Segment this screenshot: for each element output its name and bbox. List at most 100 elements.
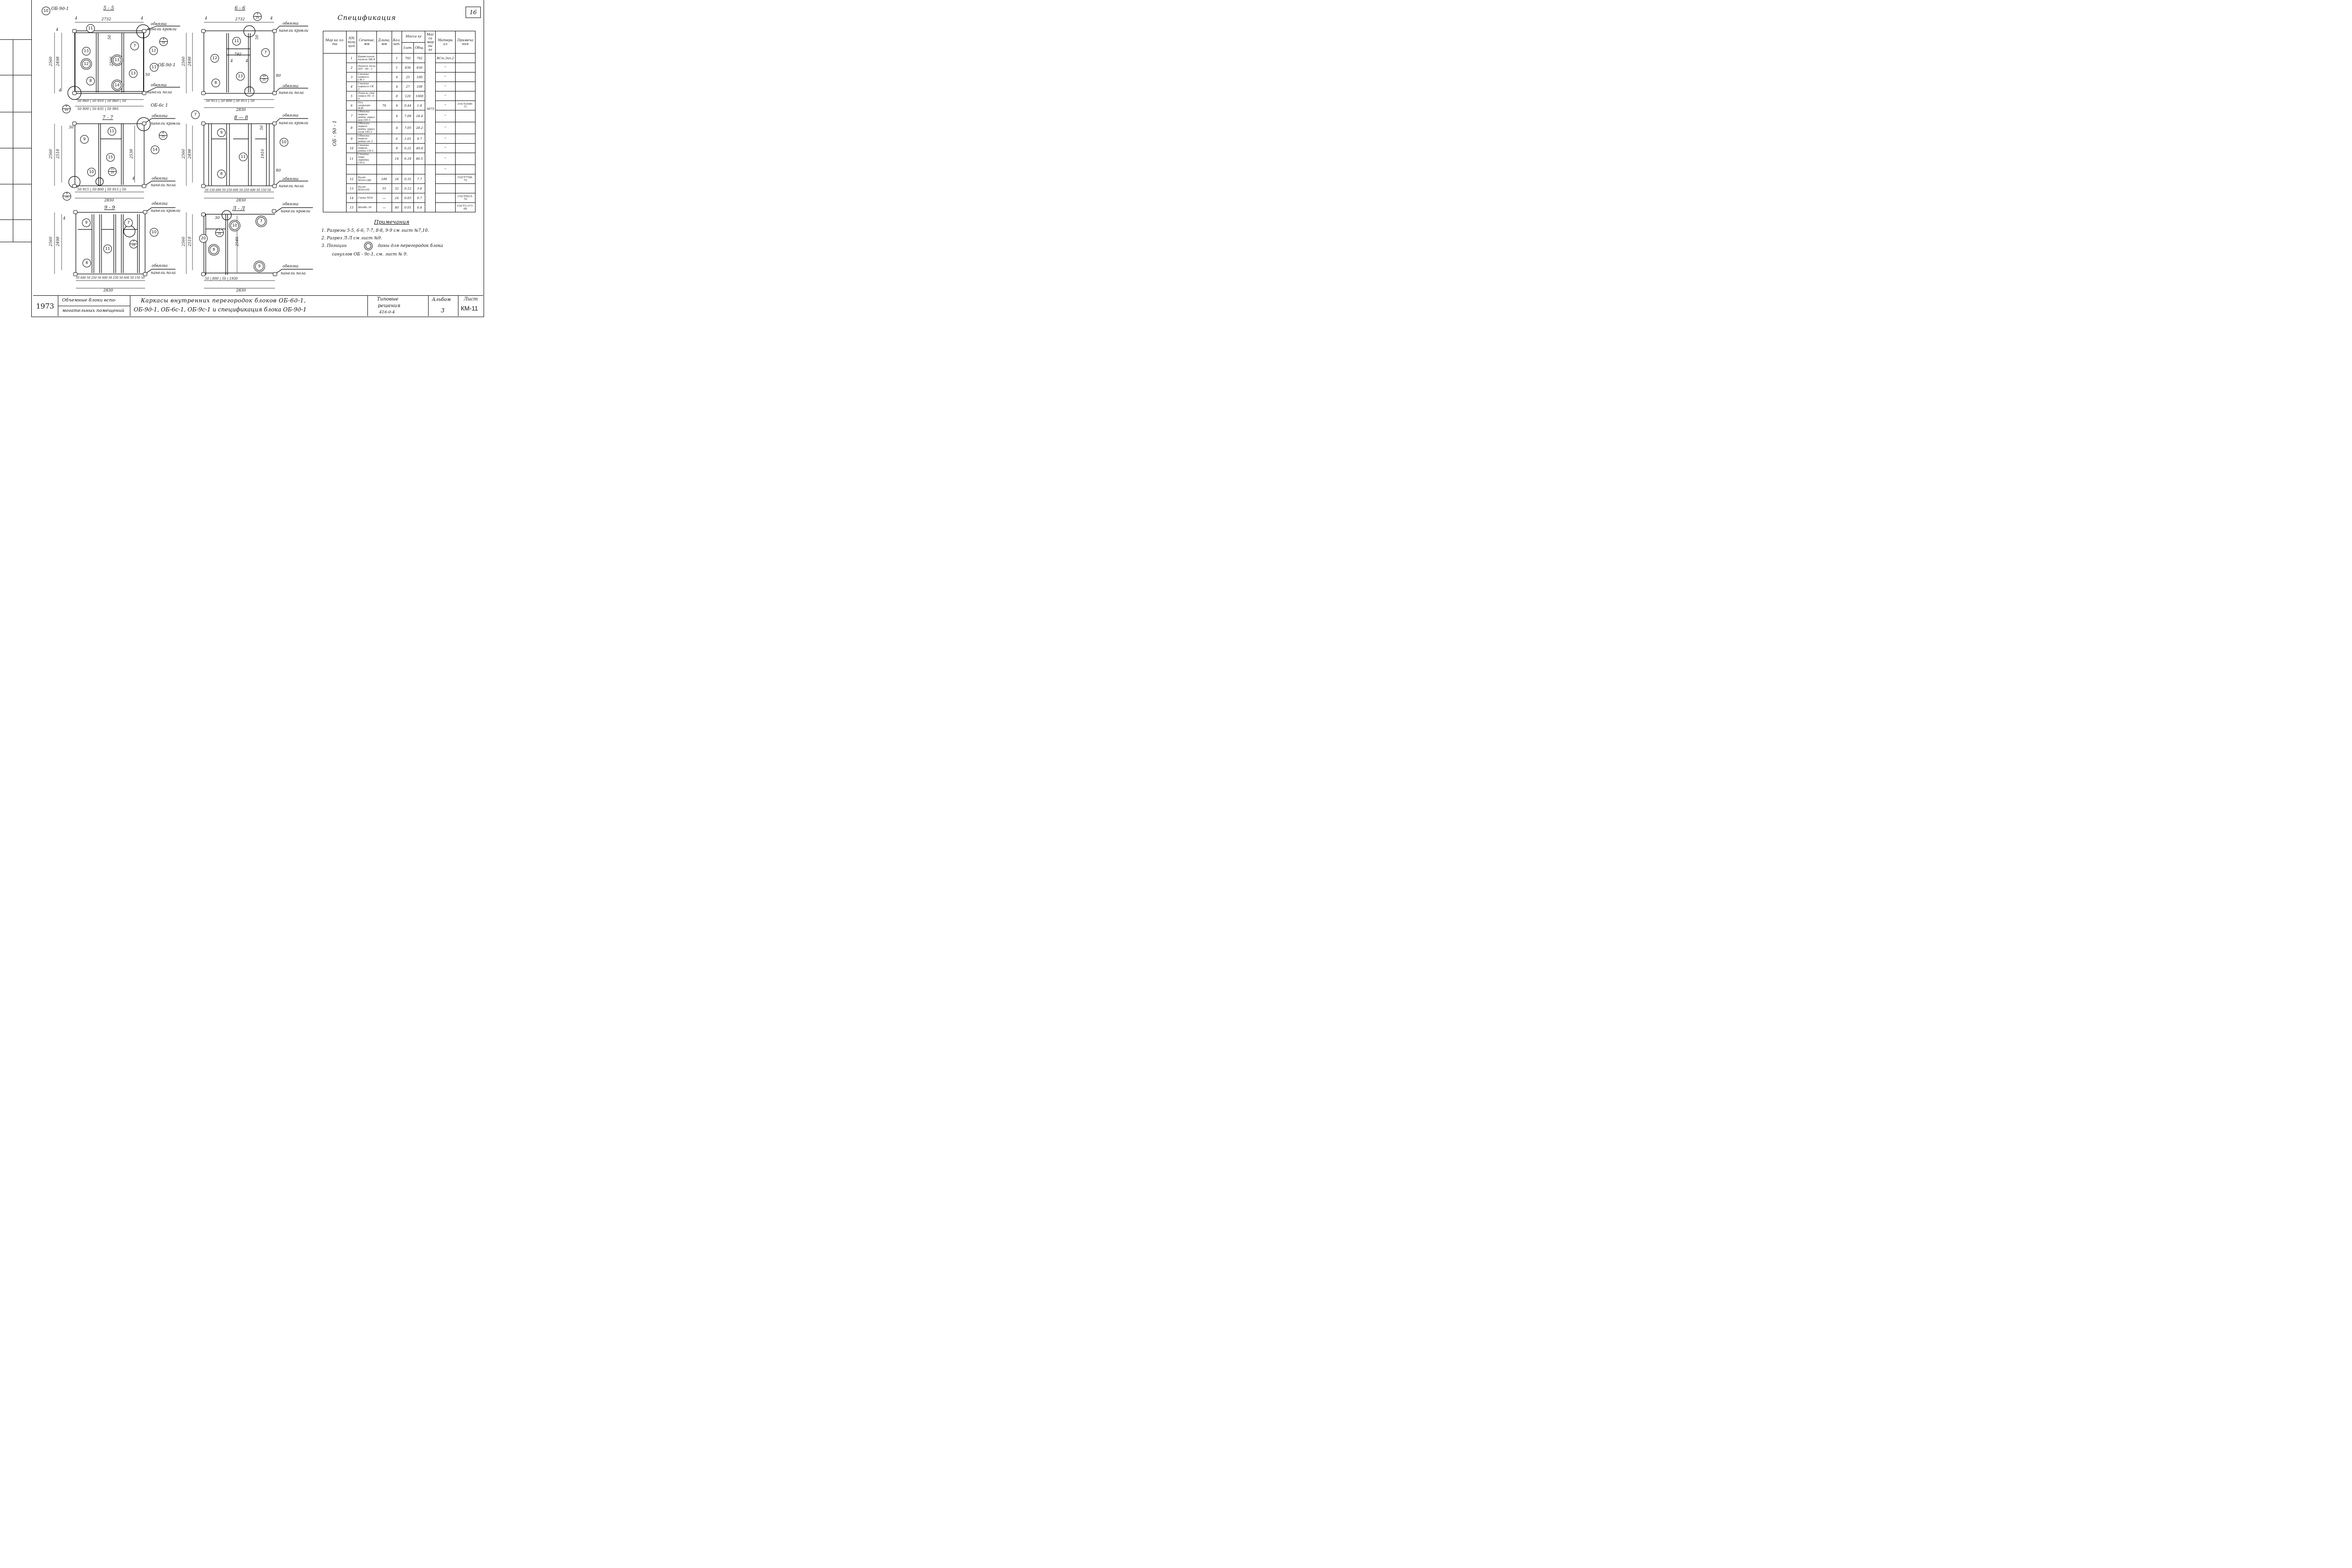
spec-pos: 2	[346, 63, 357, 73]
dim-row-1: 50 915 | 50 800 | 50 915 | 50	[77, 188, 126, 191]
title-project-2: могательных помещений	[62, 308, 125, 313]
header-mark-mass: Мас са мар ки кг	[425, 31, 436, 54]
callout: 9	[82, 219, 91, 227]
dim-h-inner: 2498	[187, 56, 192, 66]
spec-note: ГОСТ5915-70	[455, 193, 476, 203]
label-floor: панели пола	[281, 271, 306, 275]
dim-total: 2830	[236, 288, 246, 292]
header-mass-total: Общ.	[413, 42, 426, 54]
spec-qty: 1	[391, 53, 403, 63]
spec-material: "	[435, 100, 456, 110]
label-floor: панели пола	[151, 271, 176, 275]
left-margin-strip	[0, 39, 32, 242]
spec-mass-total: 28.4	[413, 110, 426, 122]
spec-mass-total: 1.8	[413, 100, 426, 110]
spec-material: "	[435, 153, 456, 165]
spec-material: "	[435, 134, 456, 144]
spec-mass-one: 0.03	[402, 193, 414, 203]
title-year: 1973	[36, 302, 55, 310]
note-1: 1. Разрезы 5-5, 6-6, 7-7, 8-8, 9-9 см ли…	[321, 228, 429, 233]
spec-note	[455, 164, 476, 174]
header-length: Длина, мм	[376, 31, 392, 54]
spec-length	[376, 153, 392, 165]
spec-mass-total: 7.7	[413, 174, 426, 184]
label-obvyazka-bottom: обвязка	[152, 176, 168, 181]
label-roof: панели кровли	[147, 27, 177, 31]
spec-length	[376, 134, 392, 144]
callout: 11	[232, 37, 241, 46]
spec-mass-total: 100	[413, 72, 426, 82]
header-qty: Кол. шт.	[391, 31, 403, 54]
spec-section-name: Обвязка перего родки гориз вер ОП-1	[357, 110, 377, 122]
spec-mass-one: 7.05	[402, 122, 414, 134]
section-drawings	[54, 22, 313, 289]
spec-mass-one: 27	[402, 82, 414, 91]
spec-section-name: Обвязка перего родки гориз ниж ОП 2	[357, 122, 377, 134]
spec-pos: 8	[346, 122, 357, 134]
spec-mass-total: 86.5	[413, 153, 426, 165]
callout: 10	[280, 138, 288, 146]
section-title-7-7: 7 - 7	[102, 115, 113, 120]
dim-h-total: 2560	[48, 149, 53, 159]
spec-mass-one: 126	[402, 91, 414, 101]
spec-pos	[346, 164, 357, 174]
label-roof: панели кровли	[279, 28, 309, 33]
callout: 11	[108, 127, 116, 136]
callout-mark: 10	[42, 7, 50, 15]
spec-total-mass: 3075	[425, 53, 436, 165]
dim-h-total: 2560	[48, 237, 53, 246]
spec-mass-total: 792	[413, 53, 426, 63]
callout: 13	[236, 72, 245, 81]
dim-h-total: 2560	[48, 56, 53, 66]
callout: 15	[106, 153, 115, 162]
spec-mark: ОБ - 9д - 1	[323, 53, 347, 212]
spec-section-name: Панель сте новая ПС 3-5	[357, 91, 377, 101]
spec-note	[455, 72, 476, 82]
spec-pos: 14	[346, 193, 357, 203]
header-mass-one: 1шт.	[402, 42, 414, 54]
spec-length: 180	[376, 174, 392, 184]
callout: 13	[129, 69, 137, 78]
frame-6-6	[203, 30, 275, 94]
callout: 13	[82, 47, 91, 55]
dim-h-50: 50	[255, 35, 259, 40]
dim-total: 2830	[236, 198, 246, 202]
dim-row-1: 50 600 50 250 50 600 50 250 50 600 50 15…	[76, 276, 145, 280]
spec-mass-total: 0.7	[413, 193, 426, 203]
dim-4b: 4	[141, 16, 144, 20]
header-material: Матери ал	[435, 31, 456, 54]
spec-note: ГОСТ11371-68	[455, 202, 476, 212]
dim-h-4a: 4	[56, 27, 59, 32]
dim-h-4: 4	[63, 216, 66, 220]
label-floor: панели пола	[279, 91, 304, 95]
title-project-1: Объемные блоки вспо-	[62, 298, 117, 303]
frame-8-8	[203, 123, 275, 186]
callout: 7	[124, 219, 133, 227]
double-circle-icon	[364, 242, 373, 250]
spec-length	[376, 122, 392, 134]
dim-total: 2830	[103, 288, 113, 292]
dim-h-mid: 2546	[235, 237, 239, 246]
spec-qty: 14	[391, 153, 403, 165]
title-main-1: Каркасы внутренних перегородок блоков ОБ…	[141, 297, 306, 304]
dim-4b: 4	[270, 16, 273, 20]
header-mark: Мар ка эл-та	[323, 31, 347, 54]
spec-section-name: Гайка М16	[357, 193, 377, 203]
section-title-l-l: Л - Л	[232, 206, 245, 211]
sheet-number-box: 16	[466, 7, 481, 18]
spec-material: "	[435, 143, 456, 153]
spec-mass-one: 7.09	[402, 110, 414, 122]
spec-qty	[391, 164, 403, 174]
note-3-line2: санузлов ОБ - 9с-1, см. лист № 9.	[332, 252, 408, 257]
spec-section-name: Обвязка перего родки оп 3	[357, 134, 377, 144]
spec-qty: 6	[391, 134, 403, 144]
spec-mass-total: 49.8	[413, 143, 426, 153]
sheet-value: КМ-11	[461, 305, 478, 312]
dim-h-inner: 2518	[187, 237, 192, 246]
header-mass: Масса кг	[402, 31, 426, 43]
spec-total-mass-empty	[425, 164, 436, 212]
